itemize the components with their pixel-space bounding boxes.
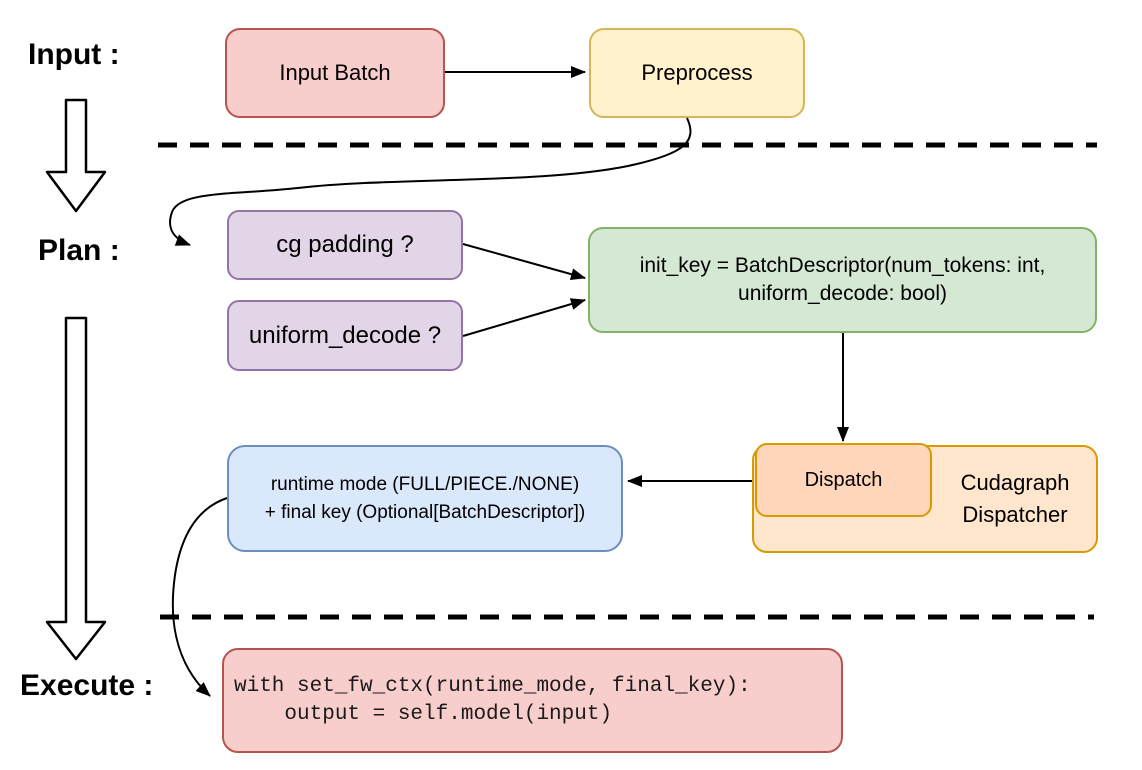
node-init-key: init_key = BatchDescriptor(num_tokens: i… [588, 227, 1097, 333]
cudagraph-dispatcher-line2: Dispatcher [962, 502, 1068, 527]
execute-code-line2: output = self.model(input) [234, 702, 613, 726]
node-init-key-line2: uniform_decode: bool) [738, 282, 947, 305]
node-execute-code: with set_fw_ctx(runtime_mode, final_key)… [222, 648, 843, 753]
node-input-batch: Input Batch [225, 28, 445, 118]
arrow-runtime-mode-to-execute-code [171, 497, 228, 697]
node-preprocess-label: Preprocess [641, 60, 753, 86]
node-init-key-line1: init_key = BatchDescriptor(num_tokens: i… [639, 254, 1046, 277]
phase-label-input: Input : [28, 38, 120, 71]
arrow-uniform-decode-to-init-key [462, 298, 586, 337]
arrow-cg-padding-to-init-key [462, 243, 586, 281]
node-cg-padding: cg padding ? [227, 210, 463, 280]
node-runtime-mode: runtime mode (FULL/PIECE./NONE) + final … [227, 445, 623, 552]
phase-label-plan: Plan : [38, 234, 120, 267]
node-dispatch-label: Dispatch [804, 468, 883, 491]
phase-label-execute: Execute : [20, 669, 154, 702]
node-preprocess: Preprocess [589, 28, 805, 118]
node-uniform-decode-label: uniform_decode ? [248, 321, 442, 349]
plan-phase-arrow-icon [45, 316, 107, 661]
node-input-batch-label: Input Batch [279, 60, 391, 86]
cudagraph-dispatcher-line1: Cudagraph [960, 470, 1070, 495]
node-runtime-mode-line2: + final key (Optional[BatchDescriptor]) [264, 501, 586, 523]
cudagraph-dispatcher-title: Cudagraph Dispatcher [932, 445, 1098, 553]
node-dispatch: Dispatch [755, 443, 932, 517]
input-phase-arrow-icon [45, 98, 107, 213]
node-runtime-mode-line1: runtime mode (FULL/PIECE./NONE) [270, 473, 580, 495]
execute-code-line1: with set_fw_ctx(runtime_mode, final_key)… [234, 674, 751, 698]
node-cg-padding-label: cg padding ? [276, 231, 414, 258]
node-uniform-decode: uniform_decode ? [227, 300, 463, 371]
